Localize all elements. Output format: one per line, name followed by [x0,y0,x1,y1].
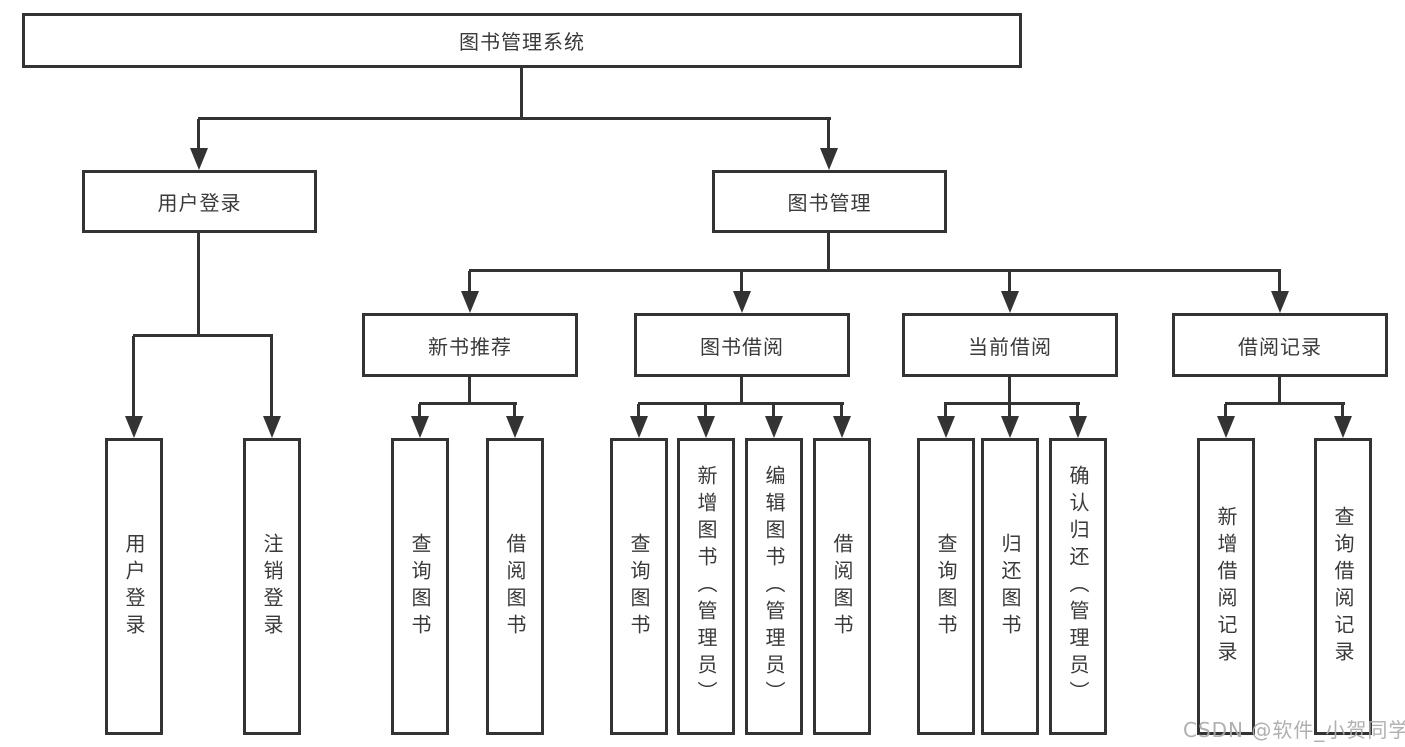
leaf-user-login-label: 用户登录 [122,532,146,641]
leaf-bb-borrow-book-label: 借阅图书 [830,532,854,641]
arrowhead-icon [937,416,955,438]
node-book-borrowing: 图书借阅 [634,313,850,377]
leaf-logout-label: 注销登录 [260,532,284,641]
connector-line [1008,404,1011,418]
node-new-book-recommend: 新书推荐 [362,313,578,377]
connector-line [1278,271,1281,293]
arrowhead-icon [190,148,208,170]
connector-line [704,404,707,418]
arrowhead-icon [125,416,143,438]
leaf-user-login: 用户登录 [105,438,163,735]
connector-line [772,404,775,418]
connector-line [944,402,1080,405]
node-current-borrowing-label: 当前借阅 [968,334,1052,359]
connector-line [418,404,421,418]
arrowhead-icon [733,291,751,313]
connector-line [740,271,743,293]
leaf-cb-confirm-return: 确认归还（管理员） [1049,438,1107,735]
leaf-cb-return-book: 归还图书 [981,438,1039,735]
connector-line [1008,271,1011,293]
arrowhead-icon [506,416,524,438]
arrowhead-icon [1069,416,1087,438]
node-borrow-records-label: 借阅记录 [1238,334,1322,359]
leaf-br-add-record-label: 新增借阅记录 [1214,505,1238,668]
connector-line [468,271,471,293]
leaf-cb-return-book-label: 归还图书 [998,532,1022,641]
leaf-nbr-query-book: 查询图书 [391,438,449,735]
connector-line [198,117,831,120]
connector-line [1008,377,1011,404]
watermark: CSDN @软件_小贺同学 [1183,718,1405,742]
node-new-book-recommend-label: 新书推荐 [428,334,512,359]
connector-line [1341,404,1344,418]
connector-line [520,68,523,119]
connector-line [197,233,200,336]
arrowhead-icon [765,416,783,438]
node-current-borrowing: 当前借阅 [902,313,1118,377]
connector-line [419,402,517,405]
connector-line [827,233,830,271]
arrowhead-icon [1334,416,1352,438]
node-book-borrowing-label: 图书借阅 [700,334,784,359]
connector-line [197,119,200,150]
leaf-cb-confirm-return-label: 确认归还（管理员） [1066,465,1090,708]
arrowhead-icon [1271,291,1289,313]
arrowhead-icon [697,416,715,438]
connector-line [468,377,471,404]
leaf-bb-borrow-book: 借阅图书 [813,438,871,735]
leaf-cb-query-book-label: 查询图书 [934,532,958,641]
leaf-br-add-record: 新增借阅记录 [1197,438,1255,735]
connector-line [1224,404,1227,418]
leaf-logout: 注销登录 [243,438,301,735]
arrowhead-icon [411,416,429,438]
leaf-bb-query-book-label: 查询图书 [627,532,651,641]
node-book-management: 图书管理 [712,170,947,233]
arrowhead-icon [820,148,838,170]
connector-line [132,336,135,418]
arrowhead-icon [1217,416,1235,438]
arrowhead-icon [630,416,648,438]
leaf-nbr-borrow-book: 借阅图书 [486,438,544,735]
connector-line [1076,404,1079,418]
connector-line [637,404,640,418]
connector-line [740,377,743,404]
node-book-management-label: 图书管理 [787,191,872,215]
connector-line [1278,377,1281,404]
leaf-br-query-record: 查询借阅记录 [1314,438,1372,735]
connector-line [944,404,947,418]
connector-line [469,269,1281,272]
leaf-bb-add-book-label: 新增图书（管理员） [694,465,718,708]
connector-line [133,334,273,337]
leaf-bb-edit-book: 编辑图书（管理员） [745,438,803,735]
node-root: 图书管理系统 [22,13,1022,68]
leaf-br-query-record-label: 查询借阅记录 [1331,505,1355,668]
connector-line [827,119,830,150]
connector-line [513,404,516,418]
arrowhead-icon [1001,416,1019,438]
arrowhead-icon [263,416,281,438]
arrowhead-icon [1001,291,1019,313]
leaf-bb-edit-book-label: 编辑图书（管理员） [762,465,786,708]
node-user-login-label: 用户登录 [157,191,242,215]
leaf-bb-query-book: 查询图书 [610,438,668,735]
leaf-nbr-query-book-label: 查询图书 [408,532,432,641]
arrowhead-icon [461,291,479,313]
node-borrow-records: 借阅记录 [1172,313,1388,377]
connector-line [638,402,844,405]
connector-line [840,404,843,418]
leaf-cb-query-book: 查询图书 [917,438,975,735]
arrowhead-icon [833,416,851,438]
leaf-nbr-borrow-book-label: 借阅图书 [503,532,527,641]
node-user-login: 用户登录 [82,170,317,233]
leaf-bb-add-book: 新增图书（管理员） [677,438,735,735]
connector-line [270,336,273,418]
node-root-label: 图书管理系统 [459,30,585,54]
connector-line [1225,402,1345,405]
